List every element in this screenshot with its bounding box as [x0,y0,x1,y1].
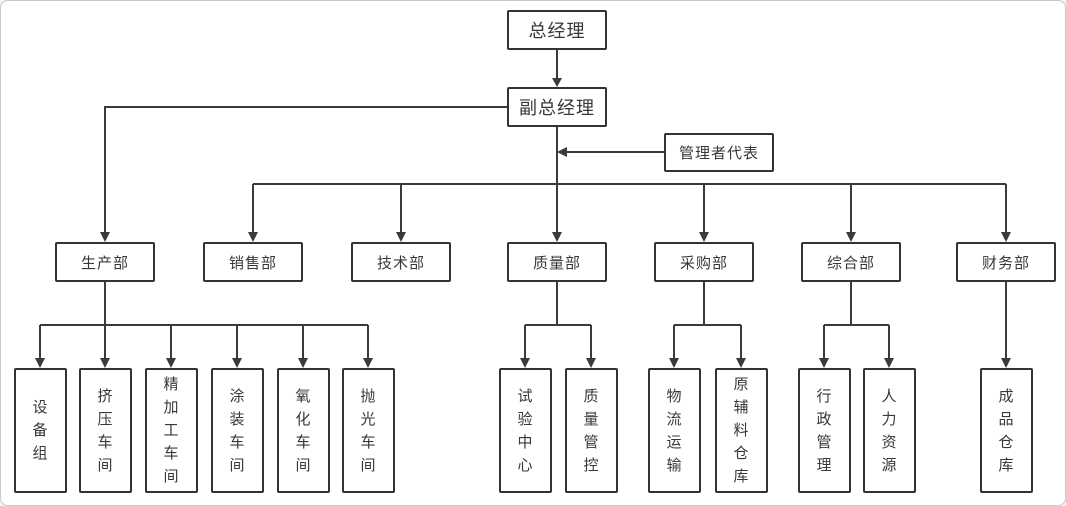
node-dept-general-affairs: 综合部 [801,242,901,282]
node-deputy-general-manager: 副总经理 [507,87,607,127]
node-unit-polishing-workshop: 抛光车间 [341,368,395,493]
connector-purchasing-bus [669,282,746,368]
node-general-manager: 总经理 [507,10,607,50]
node-label: 人力资源 [881,387,897,474]
node-label: 挤压车间 [97,387,113,474]
node-label: 财务部 [981,254,1030,272]
connector-gm-to-dgm [552,50,562,87]
node-label: 总经理 [528,21,586,41]
node-dept-quality: 质量部 [507,242,607,282]
node-unit-finishing-workshop: 精加工车间 [144,368,198,493]
node-dept-technology: 技术部 [351,242,451,282]
node-unit-logistics-transport: 物流运输 [647,368,701,493]
node-label: 质量部 [532,254,581,272]
node-label: 精加工车间 [163,376,179,485]
connector-rep-to-trunk [557,147,664,157]
node-dept-sales: 销售部 [203,242,303,282]
connector-quality-bus [520,282,596,368]
node-label: 行政管理 [816,387,832,474]
node-unit-extrusion-workshop: 挤压车间 [78,368,132,493]
connector-department-bus [248,183,1011,242]
node-label: 销售部 [228,254,277,272]
node-label: 技术部 [376,254,425,272]
node-unit-equipment-group: 设备组 [13,368,67,493]
node-label: 综合部 [826,254,875,272]
connector-general-affairs-bus [819,282,894,368]
node-dept-purchasing: 采购部 [654,242,754,282]
node-label: 抛光车间 [360,387,376,474]
connector-finance-drop [1001,282,1011,368]
node-unit-coating-workshop: 涂装车间 [210,368,264,493]
node-dept-production: 生产部 [55,242,155,282]
node-label: 物流运输 [666,387,682,474]
node-label: 成品仓库 [998,387,1014,474]
node-unit-oxidation-workshop: 氧化车间 [276,368,330,493]
node-label: 管理者代表 [678,145,759,162]
node-label: 质量管控 [583,387,599,474]
node-label: 氧化车间 [295,387,311,474]
node-unit-administration: 行政管理 [797,368,851,493]
node-unit-quality-control: 质量管控 [564,368,618,493]
node-label: 副总经理 [519,98,595,118]
node-dept-finance: 财务部 [956,242,1056,282]
node-label: 生产部 [80,254,129,272]
connector-production-bus [35,282,373,368]
node-management-representative: 管理者代表 [664,133,774,172]
node-unit-human-resources: 人力资源 [862,368,916,493]
node-unit-finished-goods-warehouse: 成品仓库 [979,368,1033,493]
node-label: 原辅料仓库 [733,376,749,485]
node-label: 试验中心 [517,387,533,474]
node-label: 涂装车间 [229,387,245,474]
node-unit-raw-material-warehouse: 原辅料仓库 [714,368,768,493]
connector-dgm-to-production [100,106,507,242]
node-unit-test-center: 试验中心 [498,368,552,493]
node-label: 采购部 [679,254,728,272]
node-label: 设备组 [32,399,48,462]
